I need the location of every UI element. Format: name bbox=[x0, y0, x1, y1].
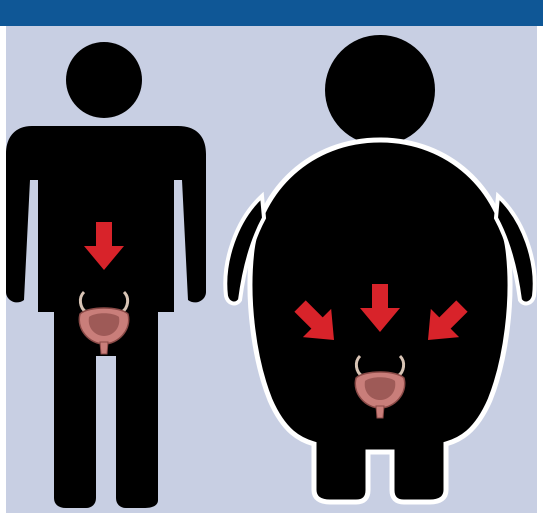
normal-weight-figure bbox=[6, 42, 206, 508]
obese-figure bbox=[225, 35, 534, 502]
head bbox=[325, 35, 435, 145]
head bbox=[66, 42, 142, 118]
